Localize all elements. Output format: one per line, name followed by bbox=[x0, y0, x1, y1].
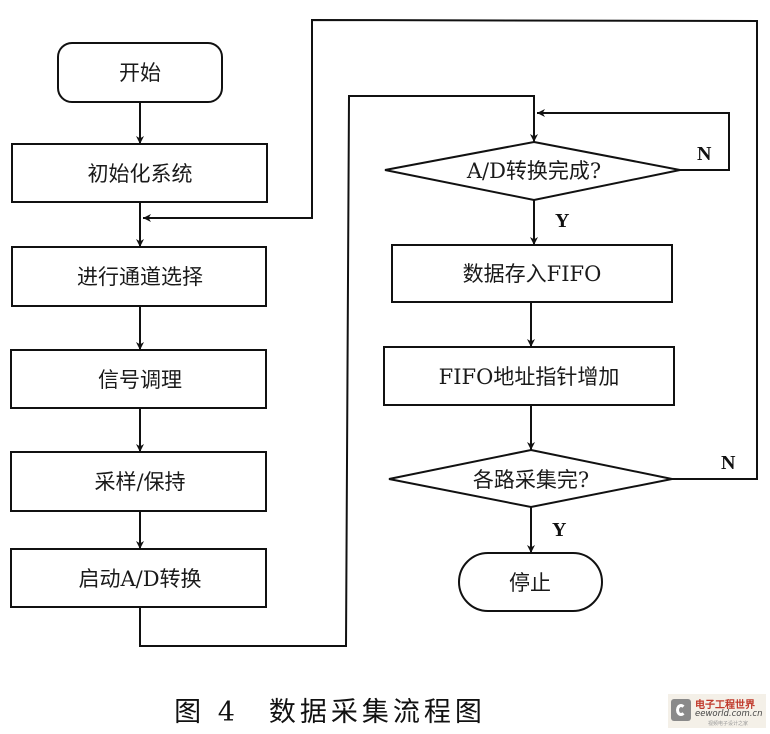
signal-condition-label: 信号调理 bbox=[98, 368, 182, 392]
signal-condition-box bbox=[10, 349, 267, 409]
figure-number: 图 4 bbox=[174, 697, 239, 728]
ad-done-no-label: N bbox=[697, 143, 712, 165]
figure-title: 数据采集流程图 bbox=[268, 697, 486, 728]
fifo-pointer-label: FIFO地址指针增加 bbox=[439, 365, 620, 389]
channel-select-label: 进行通道选择 bbox=[77, 265, 203, 289]
all-done-label: 各路采集完? bbox=[473, 468, 589, 492]
stop-label: 停止 bbox=[509, 571, 551, 595]
sample-hold-label: 采样/保持 bbox=[94, 470, 185, 494]
watermark-name: 电子工程世界 bbox=[695, 700, 755, 711]
watermark-tagline: 视频电子设计之家 bbox=[708, 721, 749, 727]
loop-alldone-no bbox=[143, 18, 758, 480]
init-label: 初始化系统 bbox=[88, 162, 193, 186]
figure-caption: 图 4 数据采集流程图 bbox=[0, 690, 660, 729]
watermark-logo: 电子工程世界 eeworld.com.cn 视频电子设计之家 bbox=[668, 694, 766, 728]
store-fifo-label: 数据存入FIFO bbox=[463, 262, 602, 286]
sample-hold-box bbox=[10, 451, 267, 512]
start-ad-label: 启动A/D转换 bbox=[78, 567, 201, 591]
connector-startad-to-addone bbox=[139, 95, 538, 647]
fifo-pointer-box bbox=[383, 346, 675, 406]
all-done-no-label: N bbox=[721, 452, 736, 474]
start-label: 开始 bbox=[119, 61, 161, 85]
ad-done-label: A/D转换完成? bbox=[466, 159, 601, 183]
all-done-yes-label: Y bbox=[552, 519, 567, 541]
loop-addone-no bbox=[537, 109, 730, 171]
watermark-domain: eeworld.com.cn bbox=[695, 709, 763, 719]
ad-done-yes-label: Y bbox=[555, 210, 570, 232]
start-ad-box bbox=[10, 548, 267, 608]
eeworld-logo-icon bbox=[671, 699, 691, 721]
